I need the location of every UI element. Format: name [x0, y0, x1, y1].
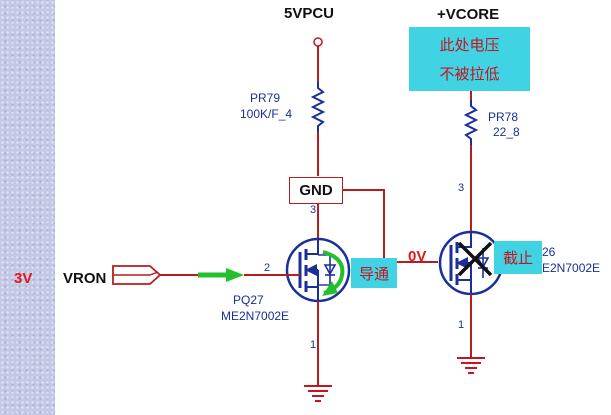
ground-symbol-right [457, 357, 485, 374]
pq27-ref: PQ27 [233, 293, 264, 307]
resistor-pr79 [310, 82, 326, 132]
q26-pin-source: 1 [458, 319, 465, 331]
ground-symbol-left [304, 385, 332, 402]
pq26-ref-fragment: 26 [542, 245, 556, 259]
q27-pin-drain: 3 [310, 204, 317, 216]
note-voltage-not-pulled-low: 此处电压 不被拉低 [409, 27, 530, 91]
decorative-left-strip [0, 0, 55, 415]
q27-pin-gate: 2 [264, 262, 271, 274]
note-line-1: 此处电压 [439, 37, 500, 55]
mosfet-pq27 [285, 237, 351, 303]
pr79-ref: PR79 [250, 91, 281, 105]
state-label-cutoff: 截止 [494, 241, 542, 274]
signal-label-vron: VRON [63, 270, 107, 287]
wire-drain-to-pq26-gate [343, 189, 438, 263]
note-line-2: 不被拉低 [439, 65, 500, 83]
pr78-value: 22_8 [493, 125, 520, 139]
rail-label-5vpcu: 5VPCU [284, 5, 335, 22]
input-voltage-3v: 3V [14, 270, 33, 287]
pq26-part-fragment: E2N7002E [542, 261, 601, 275]
q26-pin-drain: 3 [458, 182, 465, 194]
q27-pin-source: 1 [310, 339, 317, 351]
pq27-part: ME2N7002E [221, 309, 290, 323]
rail-label-vcore: +VCORE [437, 6, 500, 23]
pr79-value: 100K/F_4 [240, 107, 293, 121]
supply-terminal-5vpcu [313, 37, 323, 47]
pr78-ref: PR78 [488, 110, 519, 124]
gnd-label-box: GND [289, 177, 343, 204]
state-label-conducting: 导通 [351, 258, 397, 288]
node-voltage-0v: 0V [408, 248, 427, 265]
resistor-pr78 [463, 100, 479, 145]
vron-connector [112, 265, 162, 285]
cutoff-x-mark [457, 241, 493, 277]
